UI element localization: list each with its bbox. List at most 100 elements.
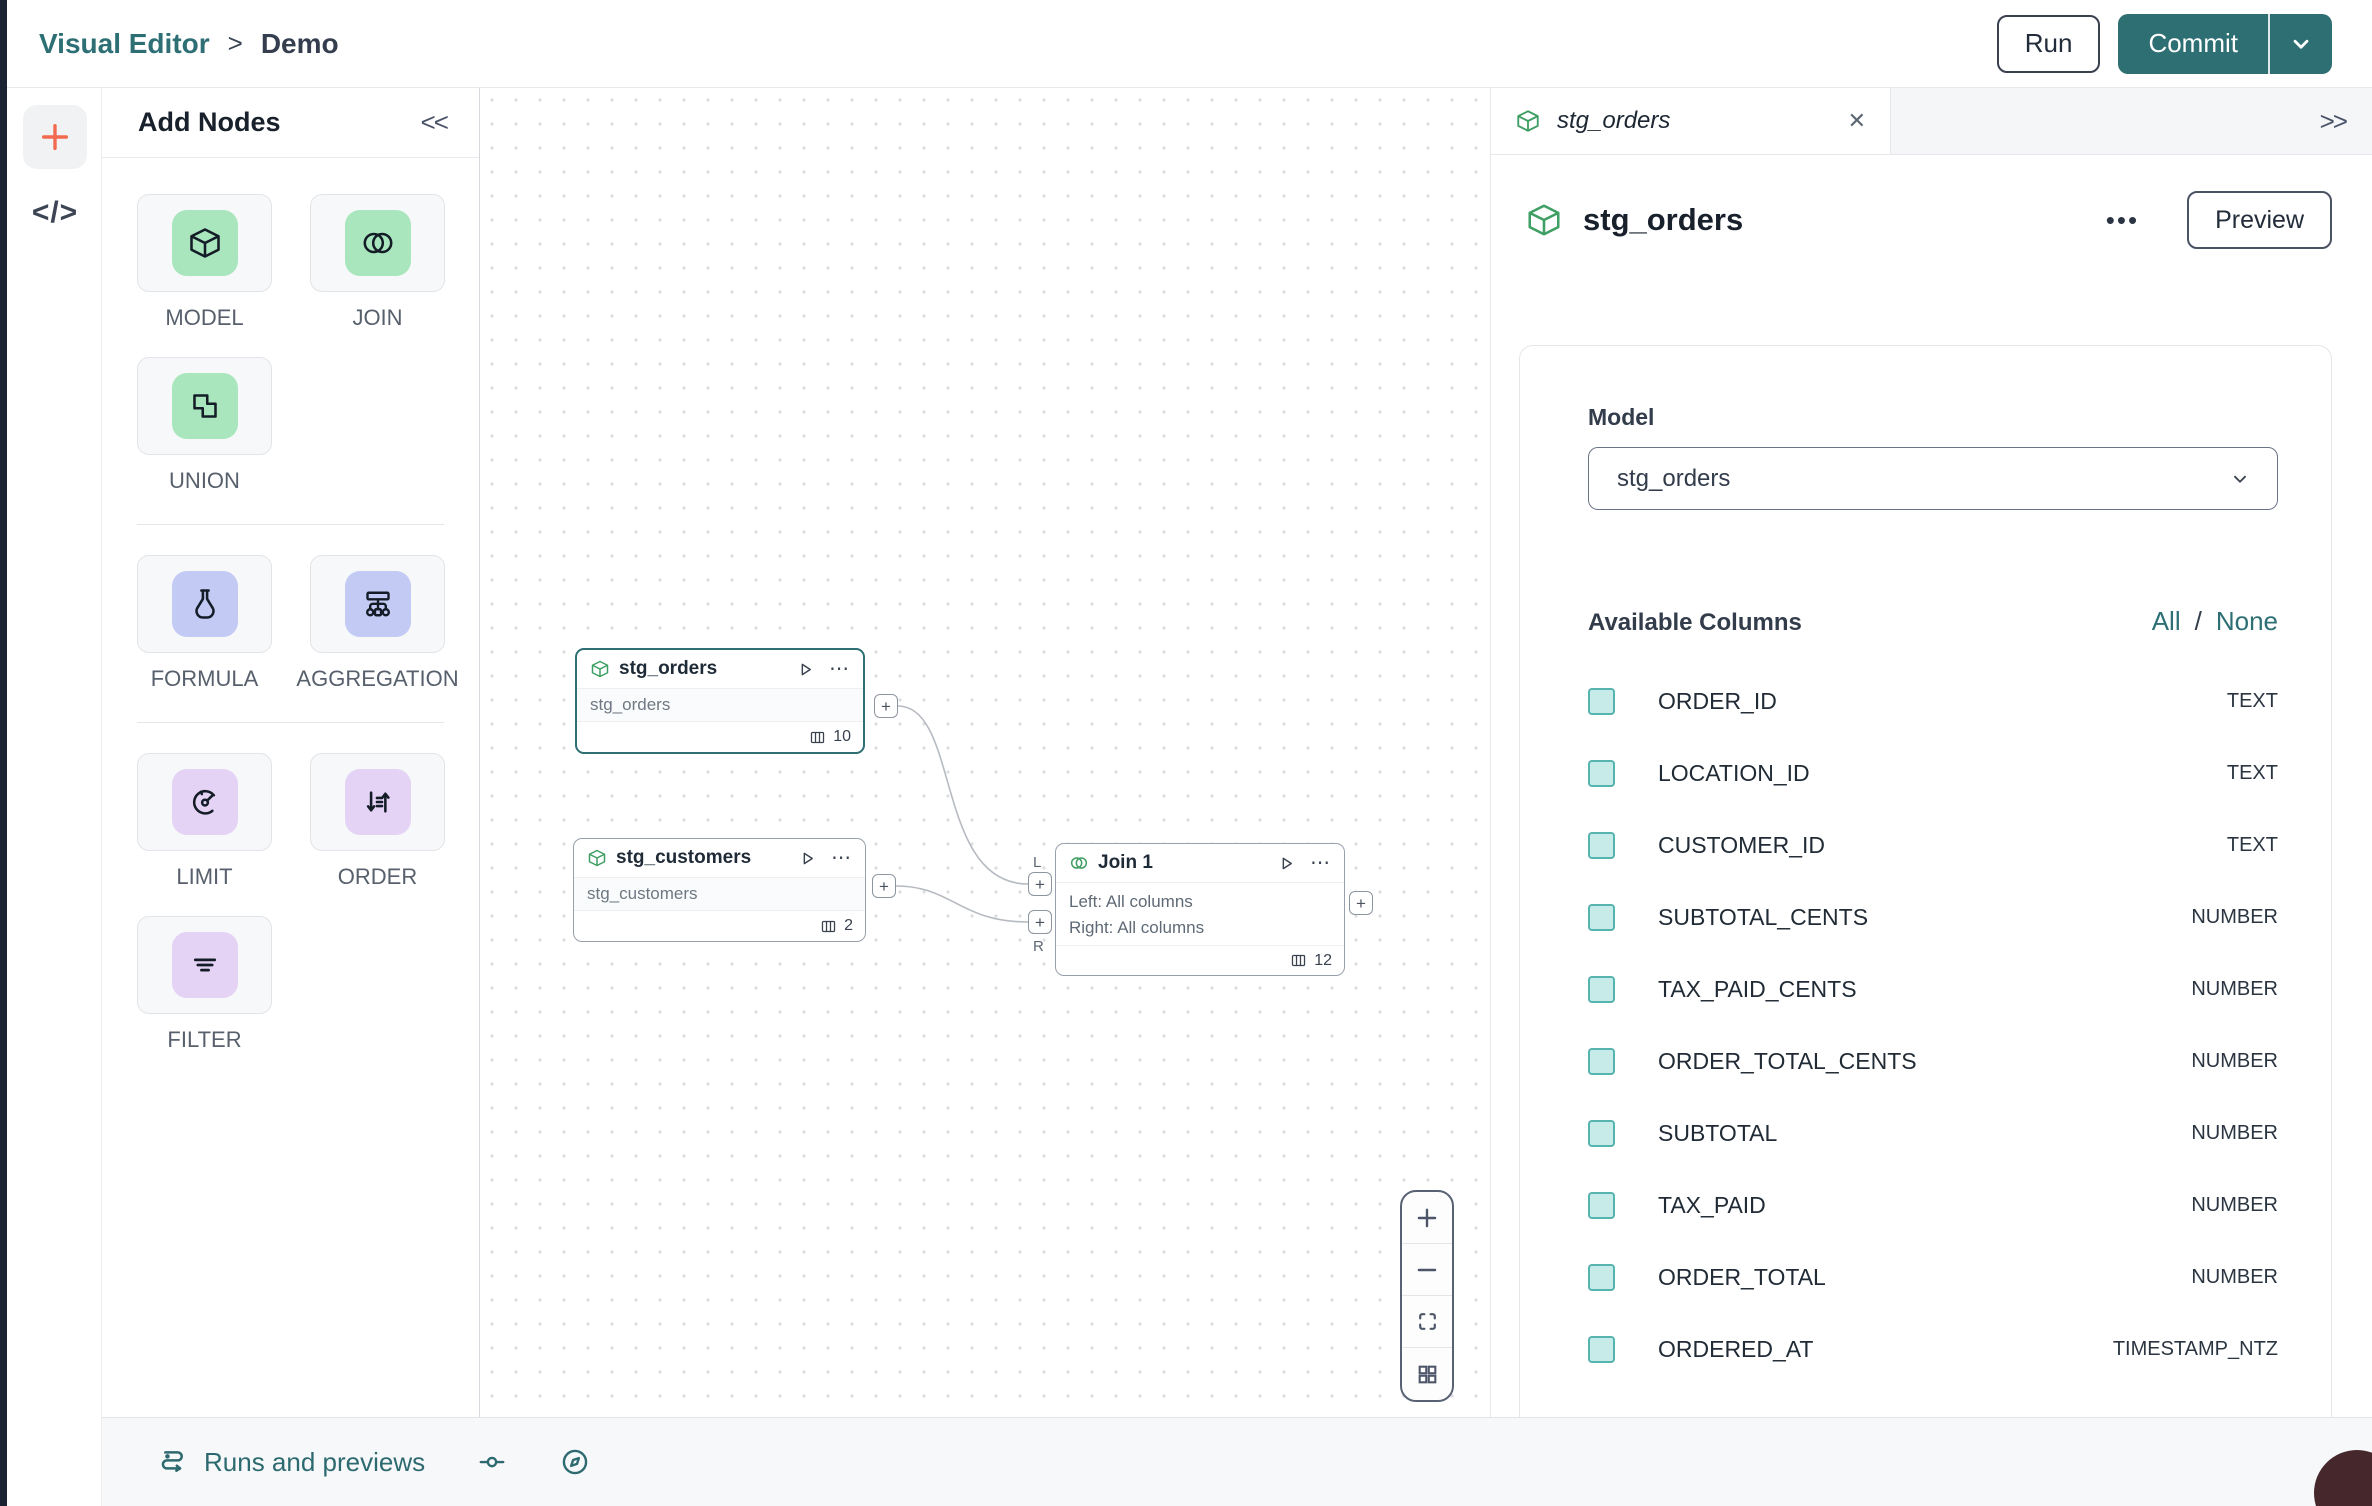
zoom-out-button[interactable] <box>1402 1244 1452 1296</box>
flow-canvas[interactable]: stg_orders ⋯ stg_orders 10 + stg_custome… <box>480 88 1490 1417</box>
add-nodes-header: Add Nodes << <box>102 88 479 158</box>
runs-and-previews-button[interactable]: Runs and previews <box>156 1446 425 1478</box>
column-name: SUBTOTAL <box>1658 1119 1778 1146</box>
tile-model[interactable]: MODEL <box>137 194 272 331</box>
plus-icon: + <box>1356 893 1366 913</box>
tile-union[interactable]: UNION <box>137 357 272 494</box>
tile-limit[interactable]: LIMIT <box>137 753 272 890</box>
column-checkbox[interactable] <box>1588 687 1615 715</box>
node-subtitle: stg_orders <box>577 688 863 722</box>
column-checkbox[interactable] <box>1588 759 1615 787</box>
cube-icon <box>171 210 238 276</box>
tile-limit-label: LIMIT <box>176 864 233 889</box>
column-name: ORDER_TOTAL_CENTS <box>1658 1047 1917 1074</box>
sort-arrows-icon <box>344 769 411 835</box>
preview-button[interactable]: Preview <box>2187 191 2332 249</box>
model-field-label: Model <box>1588 404 1655 430</box>
column-checkbox[interactable] <box>1588 1335 1615 1363</box>
select-all-link[interactable]: All <box>2151 606 2181 636</box>
port-join-output[interactable]: + <box>1349 891 1373 915</box>
flask-icon <box>171 571 238 637</box>
column-checkbox[interactable] <box>1588 1119 1615 1147</box>
column-type: NUMBER <box>2191 1193 2278 1216</box>
port-label-right: R <box>1033 938 1044 955</box>
add-nodes-title: Add Nodes <box>138 107 281 137</box>
port-label-left: L <box>1033 854 1042 871</box>
node-menu-icon[interactable]: ⋯ <box>831 847 852 869</box>
runs-and-previews-label: Runs and previews <box>204 1446 426 1477</box>
column-checkbox[interactable] <box>1588 903 1615 931</box>
gauge-icon <box>171 769 238 835</box>
column-checkbox[interactable] <box>1588 975 1615 1003</box>
column-checkbox[interactable] <box>1588 1263 1615 1291</box>
column-row: ORDERED_AT TIMESTAMP_NTZ <box>1588 1313 2278 1385</box>
port-join-right-input[interactable]: + <box>1028 910 1052 934</box>
commit-button[interactable]: Commit <box>2118 13 2270 74</box>
fit-view-button[interactable] <box>1402 1296 1452 1348</box>
port-join-left-input[interactable]: + <box>1028 872 1052 896</box>
left-rail: </> <box>7 88 102 1506</box>
node-subtitle: stg_customers <box>574 877 865 911</box>
compass-icon[interactable] <box>559 1446 591 1478</box>
column-name: ORDER_TOTAL <box>1658 1263 1826 1290</box>
port-stg-customers-output[interactable]: + <box>872 874 896 898</box>
tile-model-label: MODEL <box>165 305 244 330</box>
chevron-down-icon <box>2288 31 2314 57</box>
column-row: TAX_PAID NUMBER <box>1588 1169 2278 1241</box>
collapse-panel-icon[interactable]: << <box>420 107 449 137</box>
tile-aggregation[interactable]: AGGREGATION <box>296 555 459 692</box>
tile-join[interactable]: JOIN <box>310 194 445 331</box>
tile-order[interactable]: ORDER <box>310 753 445 890</box>
node-header: Join 1 ⋯ <box>1056 844 1344 882</box>
columns-icon <box>1290 952 1307 969</box>
runs-flow-icon <box>156 1446 188 1478</box>
column-name: LOCATION_ID <box>1658 759 1810 786</box>
tile-union-label: UNION <box>169 468 240 493</box>
commit-dropdown-button[interactable] <box>2270 13 2332 74</box>
available-columns-header: Available Columns All / None <box>1588 606 2278 637</box>
node-menu-icon[interactable]: ⋯ <box>829 658 850 680</box>
node-tile-group-sources: MODEL JOIN UNION <box>137 194 479 494</box>
close-icon[interactable]: ✕ <box>1847 108 1866 133</box>
count-value: 12 <box>1314 951 1332 969</box>
column-type: NUMBER <box>2191 1265 2278 1288</box>
play-icon[interactable] <box>796 660 815 679</box>
column-type: NUMBER <box>2191 1049 2278 1072</box>
node-header: stg_customers ⋯ <box>574 839 865 877</box>
plus-icon: + <box>1035 874 1045 894</box>
tile-formula[interactable]: FORMULA <box>137 555 272 692</box>
column-checkbox[interactable] <box>1588 1047 1615 1075</box>
branch-node-icon[interactable] <box>477 1447 507 1477</box>
chevron-down-icon <box>2229 468 2251 490</box>
plus-icon: + <box>1035 912 1045 932</box>
zoom-in-button[interactable] <box>1402 1192 1452 1244</box>
column-checkbox[interactable] <box>1588 1191 1615 1219</box>
node-stg-customers[interactable]: stg_customers ⋯ stg_customers 2 <box>573 838 866 942</box>
expand-panel-icon[interactable]: >> <box>2319 105 2348 136</box>
code-view-rail-button[interactable]: </> <box>31 196 79 229</box>
add-node-rail-button[interactable] <box>23 105 87 169</box>
breadcrumb-visual-editor[interactable]: Visual Editor <box>39 27 210 59</box>
tile-filter[interactable]: FILTER <box>137 916 272 1053</box>
column-row: TAX_PAID_CENTS NUMBER <box>1588 953 2278 1025</box>
column-type: NUMBER <box>2191 905 2278 928</box>
tile-layout-button[interactable] <box>1402 1348 1452 1400</box>
play-icon[interactable] <box>1277 854 1296 873</box>
tab-stg-orders[interactable]: stg_orders ✕ <box>1491 88 1891 154</box>
column-checkbox[interactable] <box>1588 831 1615 859</box>
canvas-zoom-controls <box>1400 1190 1454 1402</box>
node-menu-icon[interactable]: ⋯ <box>1310 852 1331 874</box>
inspector-menu-icon[interactable]: ••• <box>2105 204 2140 235</box>
port-stg-orders-output[interactable]: + <box>874 694 898 718</box>
node-stg-orders[interactable]: stg_orders ⋯ stg_orders 10 <box>575 648 865 754</box>
tab-title: stg_orders <box>1557 107 1671 134</box>
model-select-value: stg_orders <box>1617 464 1731 492</box>
run-button[interactable]: Run <box>1996 14 2101 73</box>
column-row: SUBTOTAL_CENTS NUMBER <box>1588 881 2278 953</box>
model-select[interactable]: stg_orders <box>1588 447 2278 510</box>
plus-icon <box>38 120 72 154</box>
select-none-link[interactable]: None <box>2215 606 2278 636</box>
node-join-1[interactable]: Join 1 ⋯ Left: All columns Right: All co… <box>1055 843 1345 976</box>
play-icon[interactable] <box>798 849 817 868</box>
column-type: TEXT <box>2226 761 2278 784</box>
